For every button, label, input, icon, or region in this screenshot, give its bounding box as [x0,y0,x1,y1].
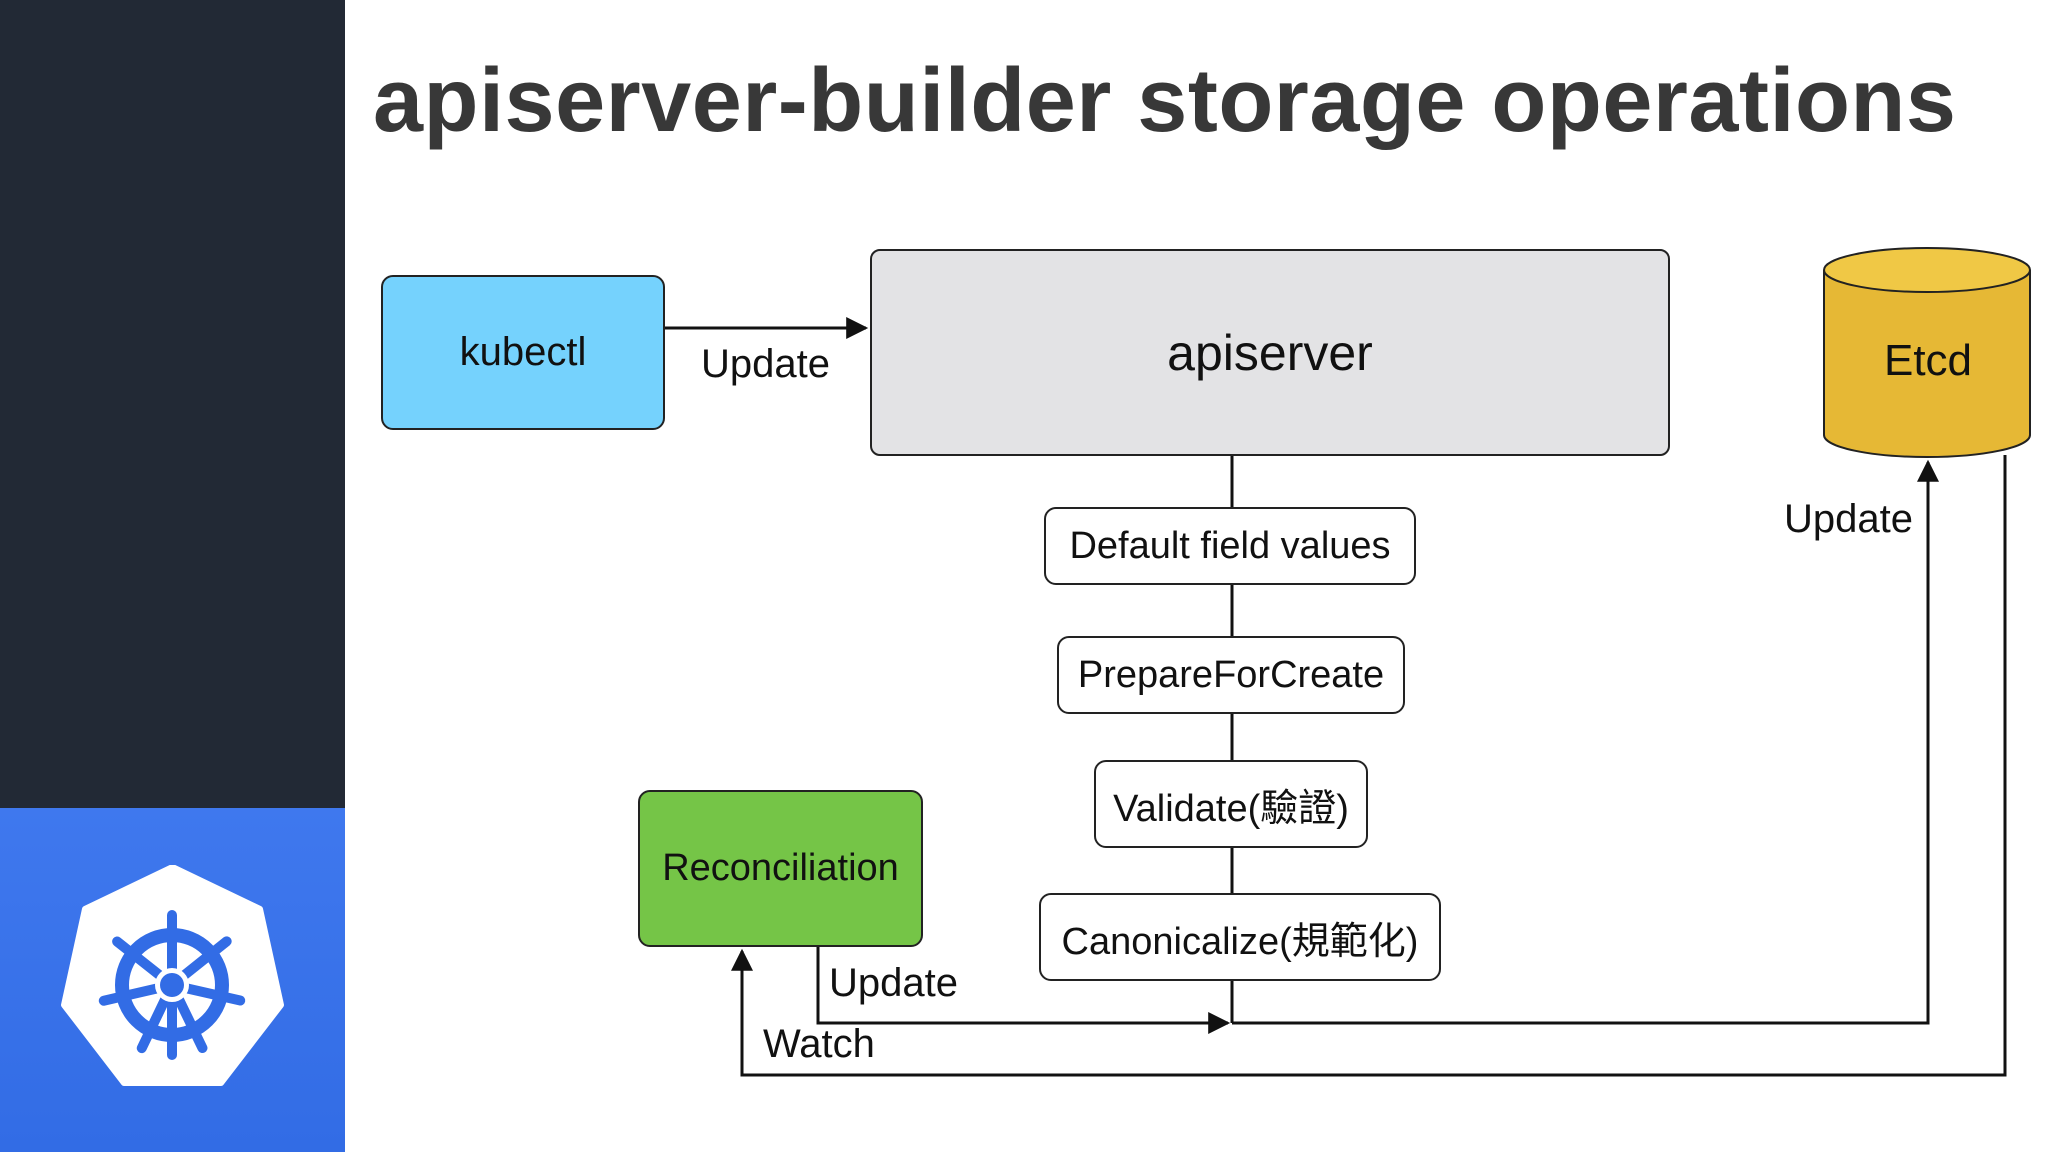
etcd-watch-arrow [731,455,2007,1077]
kubectl-update-edge-label: Update [701,342,830,386]
reconciliation-update-edge-label: Update [829,961,958,1005]
etcd-database-icon [1823,247,2031,458]
default-field-values-label: Default field values [1069,524,1391,567]
reconciliation-label: Reconciliation [662,847,899,889]
kubectl-node: kubectl [381,275,665,430]
validate-label: Validate(驗證) [1113,787,1349,830]
pipeline-to-etcd-arrow [1232,459,1939,1025]
validate-step: Validate(驗證) [1094,760,1368,848]
prepare-for-create-label: PrepareForCreate [1077,653,1385,696]
watch-edge-label: Watch [763,1022,875,1066]
kubectl-label: kubectl [459,330,587,374]
slide-title: apiserver-builder storage operations [373,51,1957,151]
etcd-update-edge-label: Update [1784,497,1913,541]
reconciliation-update-arrow [816,947,1231,1034]
prepare-for-create-step: PrepareForCreate [1057,636,1405,714]
canonicalize-step: Canonicalize(規範化) [1039,893,1441,981]
reconciliation-node: Reconciliation [638,790,923,947]
canonicalize-label: Canonicalize(規範化) [1061,920,1419,963]
apiserver-label: apiserver [1167,324,1373,381]
sidebar-dark-panel [0,0,345,808]
kubernetes-logo-icon [61,865,284,1086]
default-field-values-step: Default field values [1044,507,1416,585]
apiserver-node: apiserver [870,249,1670,456]
etcd-label: Etcd [1883,336,1973,385]
